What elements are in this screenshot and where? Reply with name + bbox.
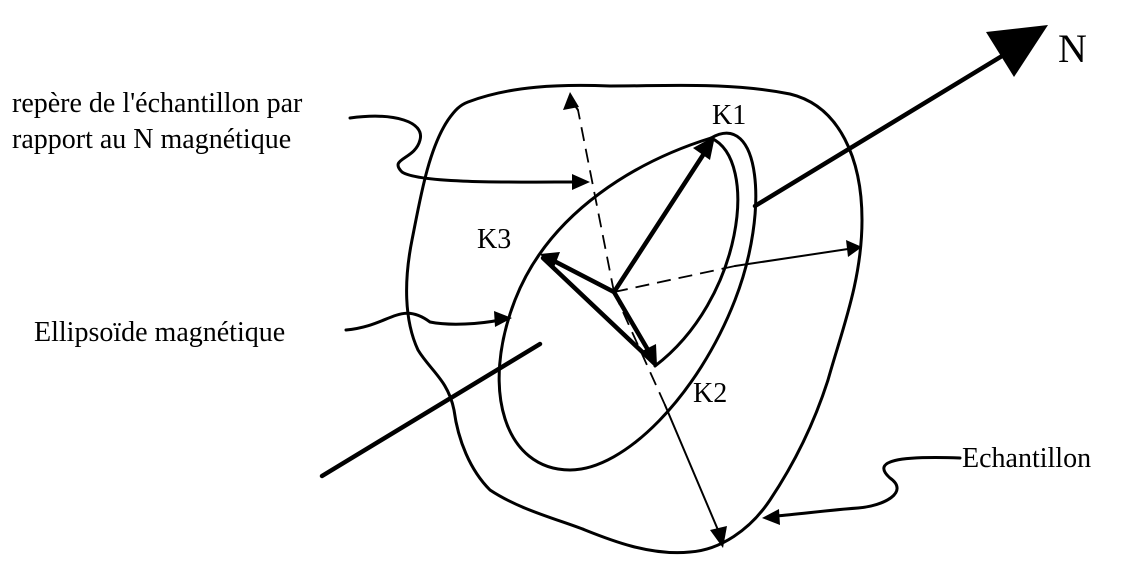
north-axis-lower xyxy=(322,344,540,476)
frame-axis-up-dashed xyxy=(578,110,614,292)
sample-outline xyxy=(407,85,862,552)
k3-k2-edge xyxy=(543,258,655,364)
k1-label: K1 xyxy=(712,100,746,131)
k3-label: K3 xyxy=(477,224,511,255)
north-arrowhead xyxy=(986,25,1048,77)
north-axis-upper xyxy=(755,56,1002,206)
frame-leader xyxy=(350,116,578,182)
frame-axis-right xyxy=(735,249,848,266)
north-label: N xyxy=(1058,26,1087,71)
ellipsoid-outline xyxy=(499,133,756,470)
sample-label: Echantillon xyxy=(962,443,1091,474)
sample-leader xyxy=(776,458,960,516)
ellipsoid-section-curve xyxy=(655,138,738,366)
ellipsoid-label: Ellipsoïde magnétique xyxy=(34,317,285,348)
frame-axis-up-arrowhead xyxy=(563,92,579,110)
k2-label: K2 xyxy=(693,378,727,409)
sample-leader-arrowhead xyxy=(762,509,780,525)
ellipsoid-leader xyxy=(346,313,500,330)
frame-leader-arrowhead xyxy=(572,174,590,190)
frame-axis-down xyxy=(665,405,718,530)
frame-label-line2: rapport au N magnétique xyxy=(12,124,291,155)
frame-label-line1: repère de l'échantillon par xyxy=(12,88,303,119)
